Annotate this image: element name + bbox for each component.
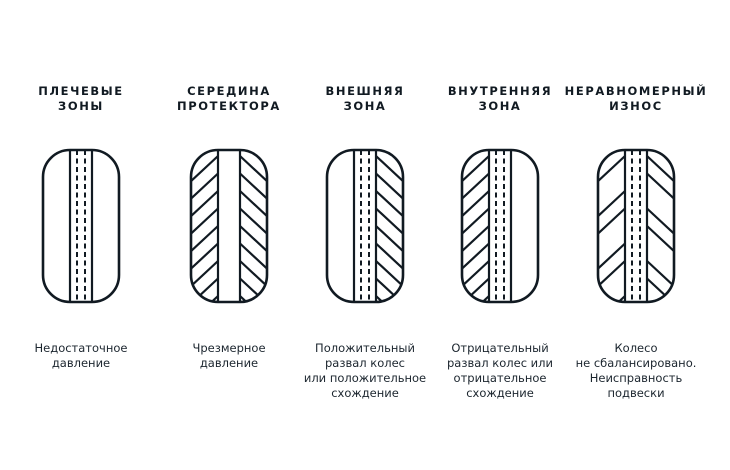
tread-groove-right bbox=[375, 225, 403, 254]
tire-outline bbox=[189, 148, 269, 304]
column-shoulder-zones: Плечевые зоны Недостаточное давление bbox=[8, 0, 154, 470]
tread-groove-left bbox=[598, 207, 626, 237]
column-description: Отрицательный развал колес или отрицател… bbox=[447, 341, 553, 400]
tread-group bbox=[68, 150, 94, 302]
tread-groove-left bbox=[598, 155, 626, 184]
tread-group bbox=[598, 150, 674, 302]
tread-groove-right bbox=[646, 172, 674, 202]
tread-groove-right bbox=[375, 155, 403, 184]
tread-groove-left bbox=[191, 155, 219, 184]
tread-groove-right bbox=[239, 207, 267, 237]
column-uneven-wear: Неравномерный износ Колесо не сбалансиро… bbox=[563, 0, 709, 470]
tread-group bbox=[352, 150, 403, 302]
tread-groove-left bbox=[191, 260, 219, 289]
tread-groove-right bbox=[646, 277, 674, 302]
tread-groove-right bbox=[646, 225, 674, 254]
column-description: Недостаточное давление bbox=[34, 341, 128, 370]
column-title: Внутренняя зона bbox=[447, 84, 553, 113]
tire-icon bbox=[189, 148, 269, 304]
tread-groove-left bbox=[462, 190, 490, 219]
tread-group bbox=[462, 150, 513, 302]
tread-groove-right bbox=[646, 207, 674, 237]
tire-icon bbox=[460, 148, 540, 304]
tire-icon bbox=[325, 148, 405, 304]
tire-icon bbox=[596, 148, 676, 304]
tread-groove-right bbox=[239, 190, 267, 219]
tire-outline bbox=[596, 148, 676, 304]
column-description: Колесо не сбалансировано. Неисправность … bbox=[575, 341, 697, 400]
tread-groove-left bbox=[191, 207, 219, 237]
column-outer-zone: Внешняя зона Положительный развал колес … bbox=[292, 0, 438, 470]
tire-outline bbox=[460, 148, 540, 304]
tread-groove-left bbox=[191, 225, 219, 254]
tread-groove-right bbox=[239, 260, 267, 289]
tread-groove-left bbox=[191, 242, 219, 272]
tread-groove-right bbox=[375, 260, 403, 289]
tread-groove-left bbox=[598, 242, 626, 272]
column-description: Положительный развал колес или положител… bbox=[303, 341, 427, 400]
tread-groove-right bbox=[239, 172, 267, 202]
tread-groove-right bbox=[375, 242, 403, 272]
tread-groove-left bbox=[462, 242, 490, 272]
tread-groove-right bbox=[375, 207, 403, 237]
tread-groove-left bbox=[598, 190, 626, 219]
column-title: Внешняя зона bbox=[325, 84, 405, 113]
tread-groove-left bbox=[191, 172, 219, 202]
tire-outline bbox=[41, 148, 121, 304]
column-inner-zone: Внутренняя зона Отрицательный развал кол… bbox=[427, 0, 573, 470]
column-description: Чрезмерное давление bbox=[192, 341, 266, 370]
column-title: Середина протектора bbox=[177, 84, 281, 113]
tread-groove-right bbox=[646, 260, 674, 289]
tire-icon bbox=[41, 148, 121, 304]
tread-group bbox=[191, 150, 267, 302]
tread-groove-left bbox=[462, 155, 490, 184]
column-title: Плечевые зоны bbox=[38, 84, 124, 113]
tread-groove-left bbox=[598, 260, 626, 289]
tread-groove-right bbox=[239, 155, 267, 184]
tread-groove-left bbox=[462, 207, 490, 237]
tread-groove-right bbox=[375, 190, 403, 219]
tire-outline bbox=[325, 148, 405, 304]
tread-groove-right bbox=[239, 225, 267, 254]
tread-groove-left bbox=[462, 260, 490, 289]
tread-groove-left bbox=[462, 225, 490, 254]
tread-groove-right bbox=[646, 155, 674, 184]
tread-groove-right bbox=[239, 242, 267, 272]
tread-groove-right bbox=[375, 172, 403, 202]
tread-groove-left bbox=[191, 190, 219, 219]
column-tread-center: Середина протектора Чрезмерное давление bbox=[156, 0, 302, 470]
column-title: Неравномерный износ bbox=[564, 84, 708, 113]
tread-groove-left bbox=[462, 172, 490, 202]
